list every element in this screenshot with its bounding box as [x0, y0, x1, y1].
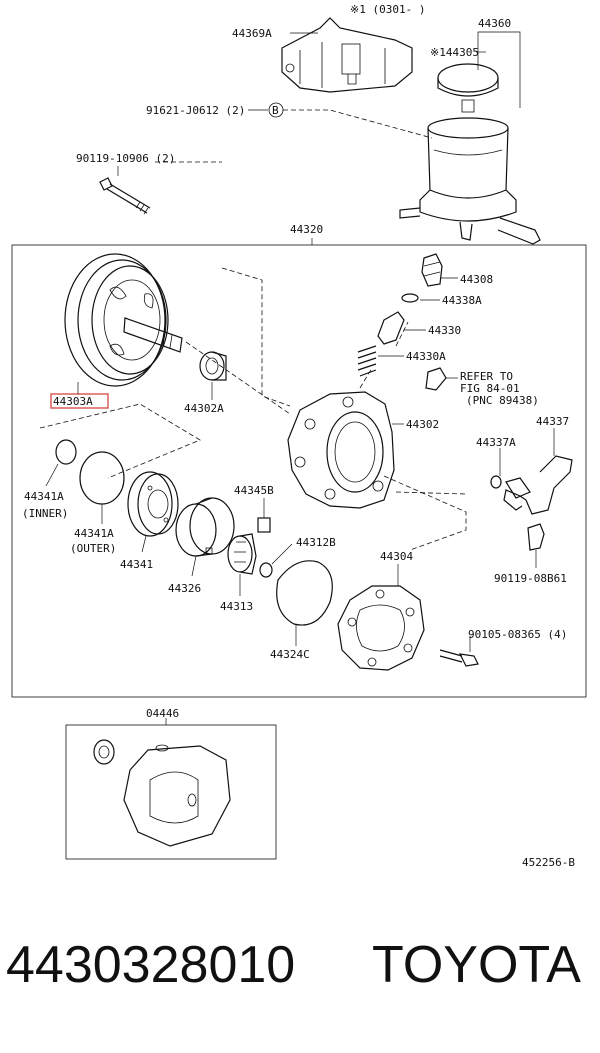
bolt-90105-08365 [439, 649, 479, 667]
label-90119-08B61: 90119-08B61 [494, 572, 567, 585]
label-44304: 44304 [380, 550, 413, 563]
label-outer: (OUTER) [70, 542, 116, 555]
label-note-top: ※1 (0301- ) [350, 3, 425, 16]
label-91621-J0612: 91621-J0612 (2) [146, 104, 245, 117]
seal-44302A [199, 351, 227, 381]
reservoir-44360 [399, 63, 541, 245]
assembly-frame [11, 244, 587, 698]
oring-44337A [490, 475, 502, 489]
valve-44330 [377, 311, 405, 345]
label-44302: 44302 [406, 418, 439, 431]
label-B: B [272, 104, 279, 117]
brand-name: TOYOTA [372, 936, 581, 994]
label-44369A: 44369A [232, 27, 272, 40]
spring-44330A [357, 345, 377, 377]
label-44313: 44313 [220, 600, 253, 613]
pump-body-44302 [287, 391, 395, 509]
bracket-44369A [281, 17, 413, 93]
label-44341A-outer: 44341A [74, 527, 114, 540]
label-44303A: 44303A [53, 395, 93, 408]
snap-ring-44312B [259, 562, 273, 578]
label-inner: (INNER) [22, 507, 68, 520]
valve-44308 [421, 253, 443, 287]
label-44330: 44330 [428, 324, 461, 337]
oring-44341A-inner [55, 439, 77, 465]
cover-44304 [337, 585, 425, 671]
label-44330A: 44330A [406, 350, 446, 363]
bolt-90119-08B61 [527, 523, 545, 551]
fitting-44337 [503, 455, 573, 515]
label-44360: 44360 [478, 17, 511, 30]
label-44312B: 44312B [296, 536, 336, 549]
sensor-89438 [425, 367, 447, 391]
label-44324C: 44324C [270, 648, 310, 661]
figure-code: 452256-B [522, 856, 575, 869]
seal-kit-frame [65, 724, 277, 860]
oring-44338A [401, 293, 419, 303]
label-44308: 44308 [460, 273, 493, 286]
pulley-44303A [64, 253, 183, 387]
label-44345B: 44345B [234, 484, 274, 497]
label-44320: 44320 [290, 223, 323, 236]
label-44302A: 44302A [184, 402, 224, 415]
label-44337: 44337 [536, 415, 569, 428]
label-44341: 44341 [120, 558, 153, 571]
label-44305: ※144305 [430, 46, 479, 59]
gasket-44324C [276, 560, 333, 626]
label-44326: 44326 [168, 582, 201, 595]
part-number: 4430328010 [6, 936, 296, 994]
label-pnc-89438: (PNC 89438) [466, 394, 539, 407]
label-90105-08365: 90105-08365 (4) [468, 628, 567, 641]
part-highlight-44303A [50, 393, 109, 409]
label-90119-10906: 90119-10906 (2) [76, 152, 175, 165]
plate-44341 [127, 471, 179, 537]
label-44337A: 44337A [476, 436, 516, 449]
seal-kit-04446 [93, 739, 231, 847]
label-fig-84-01: FIG 84-01 [460, 382, 520, 395]
label-04446: 04446 [146, 707, 179, 720]
label-44338A: 44338A [442, 294, 482, 307]
rotor-44313 [227, 533, 257, 575]
bolt-90119-10906 [99, 177, 151, 215]
label-44341A-inner: 44341A [24, 490, 64, 503]
label-refer-to: REFER TO [460, 370, 513, 383]
